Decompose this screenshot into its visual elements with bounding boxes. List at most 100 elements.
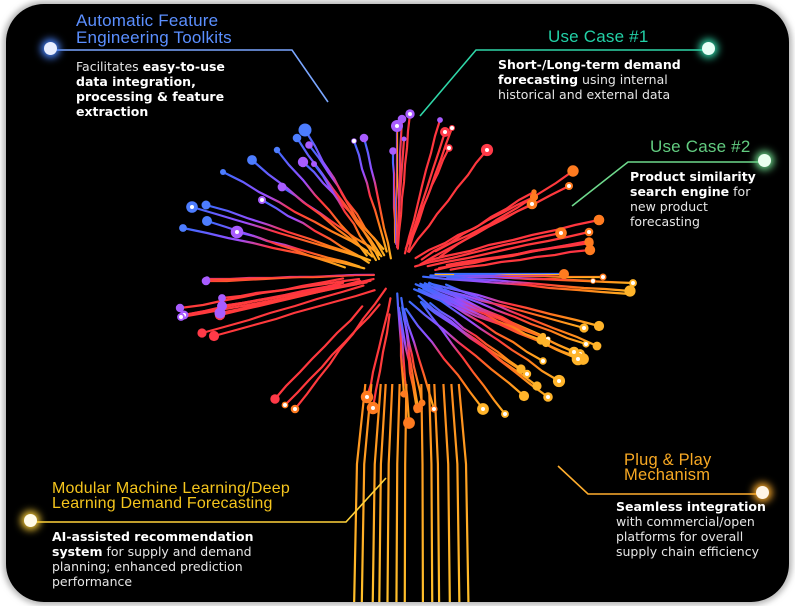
circuit-node-highlight xyxy=(408,112,412,116)
callout-plug-play-desc-post: with commercial/open platforms for overa… xyxy=(616,514,759,559)
circuit-trace xyxy=(352,139,388,253)
brain-stem-trace xyxy=(420,383,425,602)
circuit-trace xyxy=(443,288,588,346)
circuit-node xyxy=(179,224,187,232)
callout-plug-play-title-line1: Plug & Play xyxy=(624,451,712,469)
callout-toolkits-desc-pre: Facilitates xyxy=(76,59,143,74)
circuit-node xyxy=(418,399,426,407)
circuit-node-highlight xyxy=(293,407,297,411)
circuit-node-highlight xyxy=(546,395,550,399)
leader-line-modular-ml xyxy=(34,477,387,523)
callout-modular-ml-title-line1: Modular Machine Learning/Deep xyxy=(52,480,290,497)
circuit-trace xyxy=(362,136,392,260)
callout-toolkits-title: Automatic Feature Engineering Toolkits xyxy=(76,12,306,46)
circuit-node xyxy=(567,165,579,177)
diagram-canvas: Automatic Feature Engineering Toolkits F… xyxy=(6,4,789,602)
callout-plug-play-description: Seamless integration with commercial/ope… xyxy=(616,499,766,559)
brain-stem-trace xyxy=(450,383,461,602)
circuit-node-highlight xyxy=(190,205,194,209)
circuit-trace xyxy=(419,301,507,416)
circuit-node xyxy=(359,133,369,143)
circuit-node-highlight xyxy=(260,198,264,202)
callout-toolkits: Automatic Feature Engineering Toolkits F… xyxy=(76,12,306,119)
brain-stem-trace xyxy=(427,383,434,602)
circuit-trace xyxy=(404,307,485,411)
circuit-node xyxy=(305,141,313,149)
plug-play-endpoint-node xyxy=(756,486,769,499)
circuit-trace xyxy=(445,274,635,285)
circuit-trace xyxy=(371,313,391,410)
callout-leader-lines xyxy=(34,49,770,523)
circuit-node xyxy=(531,189,537,195)
callout-modular-ml-desc-post: for supply and demand planning; enhanced… xyxy=(52,544,252,589)
circuit-node xyxy=(218,294,226,302)
callout-use-case-2-desc-bold: Product similarity search engine xyxy=(630,169,756,199)
callout-toolkits-title-line1: Automatic Feature xyxy=(76,11,219,30)
toolkits-endpoint-node xyxy=(44,42,57,55)
brain-stem-trace xyxy=(360,383,373,602)
callout-use-case-2-title: Use Case #2 xyxy=(650,137,751,156)
circuit-trace xyxy=(454,273,605,279)
circuit-trace xyxy=(401,305,424,405)
brain-stem-trace xyxy=(378,383,387,602)
callout-modular-ml-desc-bold: AI-assisted recommendation system xyxy=(52,529,254,559)
circuit-node xyxy=(593,214,605,226)
circuit-trace xyxy=(181,226,366,270)
circuit-node-highlight xyxy=(503,412,507,416)
callout-modular-ml-title-line2: Learning Demand Forecasting xyxy=(52,495,273,512)
circuit-node-highlight xyxy=(576,357,580,361)
circuit-nodes xyxy=(175,109,637,429)
circuit-trace xyxy=(444,283,599,348)
callout-use-case-2-description: Product similarity search engine for new… xyxy=(630,169,760,229)
brain-stem-trace xyxy=(403,383,408,602)
circuit-trace xyxy=(250,158,374,258)
circuit-node-highlight xyxy=(584,342,588,346)
leader-line-plug-play xyxy=(557,465,766,495)
circuit-node-highlight xyxy=(587,230,591,234)
circuit-node xyxy=(529,192,539,202)
circuit-node-highlight xyxy=(591,279,595,283)
circuit-trace xyxy=(200,284,365,335)
circuit-trace xyxy=(365,297,392,399)
circuit-node xyxy=(298,123,312,137)
circuit-node-highlight xyxy=(432,407,436,411)
circuit-trace xyxy=(220,281,368,308)
circuit-trace xyxy=(221,170,369,253)
callout-toolkits-desc-bold: easy-to-use data integration, processing… xyxy=(76,59,225,119)
circuit-trace xyxy=(408,300,526,398)
circuit-node-highlight xyxy=(530,202,534,206)
circuit-trace xyxy=(427,282,601,328)
circuit-node-highlight xyxy=(352,139,356,143)
circuit-trace xyxy=(435,296,561,383)
circuit-node-highlight xyxy=(557,379,561,383)
circuit-node-highlight xyxy=(235,230,239,234)
circuit-trace xyxy=(190,205,368,261)
circuit-trace xyxy=(220,277,361,300)
circuit-trace xyxy=(429,301,523,371)
circuit-node-highlight xyxy=(572,350,576,354)
circuit-trace xyxy=(293,287,387,411)
circuit-node xyxy=(559,269,569,279)
circuit-node xyxy=(217,301,227,311)
callout-use-case-2-desc-post: for new product forecasting xyxy=(630,184,751,229)
circuit-trace xyxy=(404,146,451,250)
circuit-trace xyxy=(449,248,592,271)
circuit-trace xyxy=(303,128,381,261)
brain-stem-trace xyxy=(433,383,441,602)
callout-plug-play-title-line2: Mechanism xyxy=(624,466,711,484)
circuit-node xyxy=(273,146,281,154)
use-case-2-endpoint-node xyxy=(758,154,771,167)
circuit-trace xyxy=(394,124,399,246)
circuit-node-highlight xyxy=(601,275,605,279)
circuit-node xyxy=(627,291,633,297)
circuit-node xyxy=(197,328,207,338)
callout-use-case-1-desc-bold: Short-/Long-term demand forecasting xyxy=(498,57,681,87)
circuit-trace xyxy=(417,294,550,399)
circuit-node xyxy=(270,394,280,404)
callout-use-case-1-description: Short-/Long-term demand forecasting usin… xyxy=(498,57,713,102)
circuit-node xyxy=(247,155,257,165)
callout-use-case-1-desc-post: using internal historical and external d… xyxy=(498,72,671,102)
callout-use-case-2: Use Case #2 Product similarity search en… xyxy=(630,138,780,229)
brain-stem-trace xyxy=(395,383,401,602)
circuit-node xyxy=(204,276,210,282)
